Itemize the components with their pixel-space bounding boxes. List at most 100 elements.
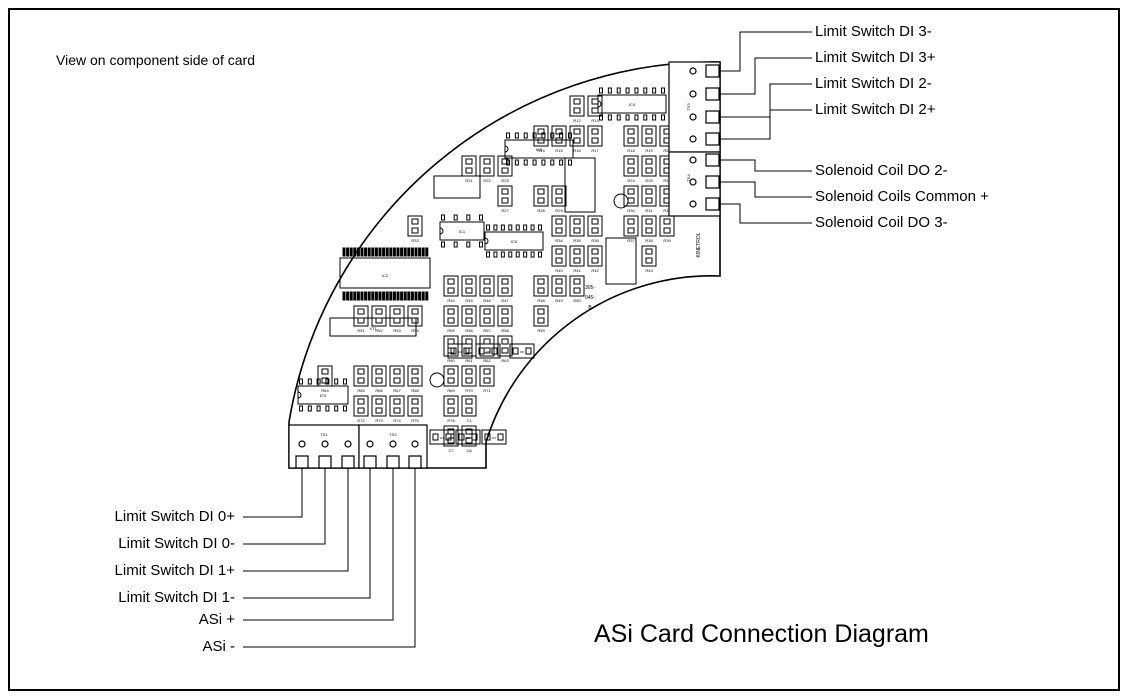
- ts2-label: TS2: [389, 432, 397, 437]
- label-limit-switch-di3-minus: Limit Switch DI 3-: [815, 23, 932, 40]
- svg-text:R73: R73: [375, 418, 383, 423]
- component-r38: [641, 215, 657, 237]
- terminal-screw-bottom-1: [318, 455, 332, 469]
- terminal-hole-bottom-2: [344, 440, 352, 448]
- svg-text:R41: R41: [573, 268, 581, 273]
- component-r70: [461, 365, 477, 387]
- component-r47: [497, 275, 513, 297]
- svg-text:R64: R64: [321, 388, 329, 393]
- svg-text:R69: R69: [447, 388, 455, 393]
- svg-text:R14: R14: [537, 148, 545, 153]
- svg-text:R59: R59: [537, 328, 545, 333]
- svg-text:R37: R37: [627, 238, 635, 243]
- component-c1: [461, 395, 477, 417]
- svg-text:R30: R30: [627, 208, 635, 213]
- component-ic6: [504, 139, 574, 159]
- svg-text:R22: R22: [483, 178, 491, 183]
- component-r21: [461, 155, 477, 177]
- svg-text:R43: R43: [645, 268, 653, 273]
- wire-bottom-4: [243, 468, 394, 621]
- svg-text:C7: C7: [448, 448, 454, 453]
- component-r19: [641, 125, 657, 147]
- svg-text:XT1: XT1: [369, 326, 377, 331]
- component-r16: [569, 125, 585, 147]
- svg-text:R54: R54: [411, 328, 419, 333]
- label-limit-switch-di0-minus: Limit Switch DI 0-: [118, 535, 235, 552]
- svg-text:R74: R74: [393, 418, 401, 423]
- svg-text:R32: R32: [663, 208, 671, 213]
- component-d4: [447, 343, 473, 359]
- svg-text:D4: D4: [458, 350, 462, 354]
- terminal-screw-right-6: [705, 197, 720, 211]
- wire-right-5: [720, 181, 812, 198]
- svg-text:R13: R13: [591, 118, 599, 123]
- terminal-hole-bottom-4: [389, 440, 397, 448]
- terminal-hole-right-6: [689, 200, 697, 208]
- wire-bottom-2: [243, 468, 349, 572]
- svg-text:R25: R25: [645, 178, 653, 183]
- component-r75: [407, 395, 423, 417]
- component-r33: [407, 215, 423, 237]
- label-limit-switch-di1-plus: Limit Switch DI 1+: [114, 562, 235, 579]
- wire-right-4: [720, 159, 812, 172]
- component-r45: [461, 275, 477, 297]
- terminal-screw-bottom-4: [386, 455, 400, 469]
- component-r49: [551, 275, 567, 297]
- component-c8: [461, 425, 477, 447]
- component-r66: [371, 365, 387, 387]
- component-r63: [497, 335, 513, 357]
- terminal-hole-bottom-0: [298, 440, 306, 448]
- component-r71: [479, 365, 495, 387]
- svg-text:R57: R57: [483, 328, 491, 333]
- label-limit-switch-di1-minus: Limit Switch DI 1-: [118, 589, 235, 606]
- component-r13: [587, 95, 603, 117]
- svg-text:R39: R39: [663, 238, 671, 243]
- wire-bottom-0: [243, 468, 303, 518]
- svg-text:R27: R27: [501, 208, 509, 213]
- svg-text:R36: R36: [591, 238, 599, 243]
- svg-text:R23: R23: [501, 178, 509, 183]
- svg-text:305-: 305-: [585, 285, 595, 291]
- svg-text:R75: R75: [411, 418, 419, 423]
- svg-text:R18: R18: [627, 148, 635, 153]
- svg-text:R35: R35: [573, 238, 581, 243]
- component-r69: [443, 365, 459, 387]
- terminal-hole-right-2: [689, 113, 697, 121]
- connection-wires: [243, 31, 812, 648]
- component-r73: [371, 395, 387, 417]
- svg-text:D5: D5: [486, 350, 490, 354]
- svg-text:R63: R63: [501, 358, 509, 363]
- wire-bottom-3: [243, 468, 371, 599]
- component-ic2: [339, 257, 431, 289]
- component-r25: [641, 155, 657, 177]
- component-r72: [353, 395, 369, 417]
- wire-right-1: [720, 57, 812, 95]
- terminal-hole-bottom-3: [366, 440, 374, 448]
- terminal-screw-right-5: [705, 175, 720, 189]
- component-r31: [641, 185, 657, 207]
- wire-right-6: [720, 203, 812, 224]
- component-r30: [623, 185, 639, 207]
- label-solenoid-coil-do3-minus: Solenoid Coil DO 3-: [815, 214, 948, 231]
- svg-text:R60: R60: [447, 358, 455, 363]
- svg-text:R29: R29: [555, 208, 563, 213]
- terminal-screw-bottom-2: [341, 455, 355, 469]
- svg-text:R16: R16: [573, 148, 581, 153]
- terminal-screw-bottom-3: [363, 455, 377, 469]
- terminal-hole-right-0: [689, 67, 697, 75]
- svg-text:R58: R58: [501, 328, 509, 333]
- svg-text:R48: R48: [537, 298, 545, 303]
- svg-text:R12: R12: [573, 118, 581, 123]
- terminal-hole-right-1: [689, 90, 697, 98]
- svg-text:R17: R17: [591, 148, 599, 153]
- svg-text:C8: C8: [466, 448, 472, 453]
- component-r52: [371, 305, 387, 327]
- svg-text:R68: R68: [411, 388, 419, 393]
- component-r53: [389, 305, 405, 327]
- ts3-label: TS3: [686, 103, 691, 111]
- svg-text:D3: D3: [492, 436, 496, 440]
- terminal-hole-right-5: [689, 178, 697, 186]
- svg-text:R26: R26: [663, 178, 671, 183]
- component-r43: [641, 245, 657, 267]
- svg-text:R34: R34: [555, 238, 563, 243]
